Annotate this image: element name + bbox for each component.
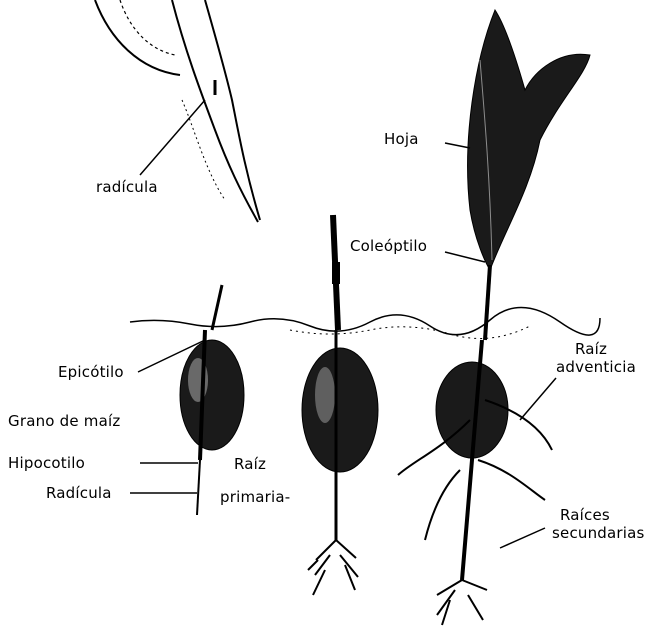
- label-hipocotilo: Hipocotilo: [8, 454, 85, 472]
- seedling-2: [302, 215, 378, 595]
- label-hoja: Hoja: [384, 130, 419, 148]
- label-primaria: primaria-: [220, 488, 290, 506]
- seedling-1: [180, 285, 244, 515]
- label-raiz-adventicia-2: adventicia: [556, 358, 636, 376]
- label-radicula-top: radícula: [96, 178, 158, 196]
- label-raices-secundarias-1: Raíces: [560, 506, 610, 524]
- label-grano: Grano de maíz: [8, 412, 120, 430]
- label-raiz: Raíz: [234, 455, 266, 473]
- soil-line: [130, 307, 600, 338]
- label-coleoptilo: Coleóptilo: [350, 237, 427, 255]
- label-raiz-adventicia-1: Raíz: [575, 340, 607, 358]
- label-raices-secundarias-2: secundarias: [552, 524, 645, 542]
- label-radicula-bottom: Radícula: [46, 484, 112, 502]
- label-epicotilo: Epicótilo: [58, 363, 124, 381]
